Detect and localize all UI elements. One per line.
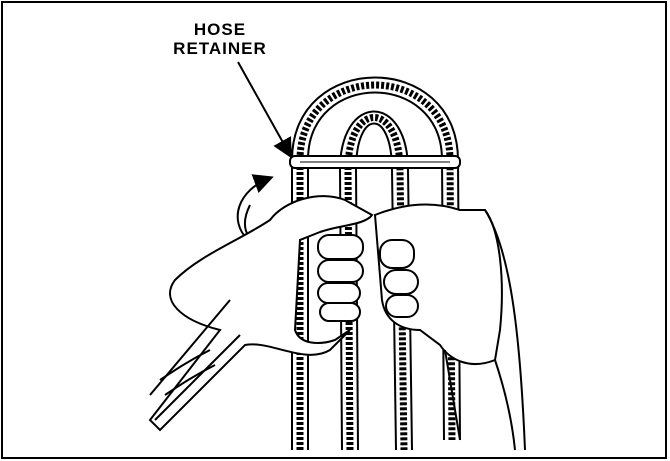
leader-line	[238, 62, 290, 155]
right-hand	[375, 205, 502, 440]
hose-retainer	[290, 156, 460, 168]
left-hand	[150, 196, 372, 430]
